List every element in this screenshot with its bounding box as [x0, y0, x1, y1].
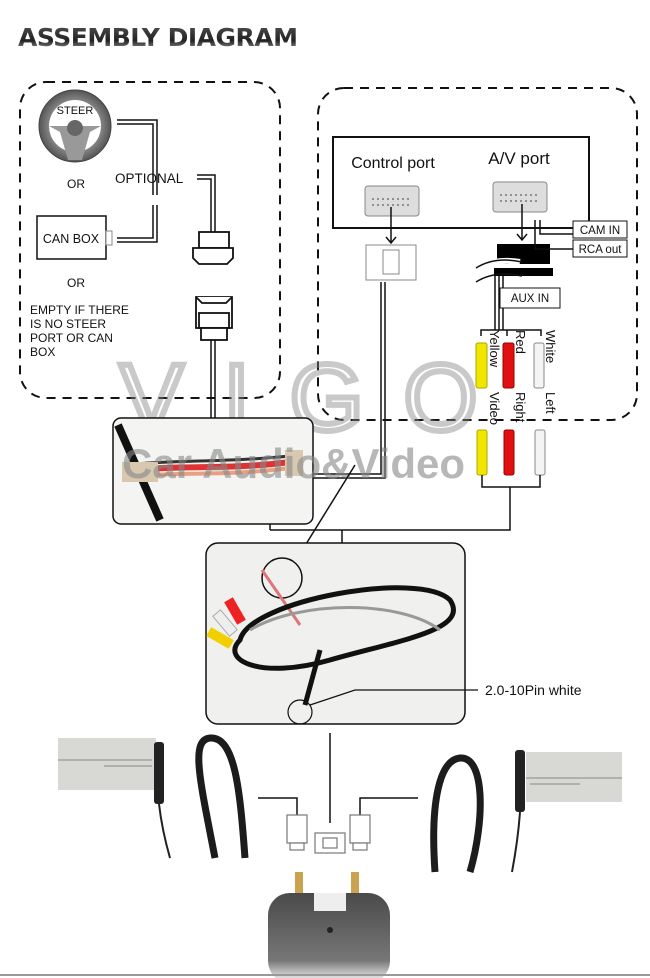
or-label: OR [67, 276, 85, 290]
rca-labels: Yellow Red White Video Right Left [487, 330, 558, 425]
av-port-socket-icon [492, 181, 548, 213]
control-port-socket-icon [364, 185, 420, 217]
cam-in-box [572, 220, 628, 239]
connector-callout-label: 2.0-10Pin white [485, 682, 582, 698]
aux-in-label: AUX IN [511, 293, 549, 305]
svg-text:Left: Left [543, 392, 558, 414]
cam-in-label: CAM IN [580, 225, 620, 237]
rca-out-label: RCA out [579, 244, 623, 256]
steering-wheel-icon [38, 89, 112, 163]
svg-text:White: White [543, 330, 558, 363]
rca-plug-red [502, 342, 515, 389]
can-box [36, 215, 107, 260]
svg-text:PORT OR CAN: PORT OR CAN [30, 331, 113, 345]
svg-text:BOX: BOX [30, 345, 55, 359]
svg-text:Video: Video [487, 392, 502, 425]
control-port-label: Control port [351, 155, 435, 172]
left-panel-border [19, 81, 281, 399]
tv-tuner-device [268, 872, 390, 978]
empty-note: EMPTY IF THERE IS NO STEER PORT OR CAN B… [30, 303, 129, 359]
antenna-connectors [286, 814, 371, 854]
aux-in-box [499, 287, 561, 309]
steer-label: STEER [57, 105, 94, 117]
can-box-label: CAN BOX [43, 232, 100, 246]
right-antenna-photo [430, 750, 622, 873]
harness-photo [112, 417, 314, 525]
cable-photo [205, 542, 466, 725]
steer-connector-icon [192, 231, 234, 265]
or-label: OR [67, 177, 85, 191]
harness-connector-icon [195, 296, 233, 341]
antenna-wires [258, 733, 418, 823]
optional-label: OPTIONAL [115, 171, 184, 186]
rca-out-box [572, 239, 628, 258]
page-title: ASSEMBLY DIAGRAM [18, 23, 298, 52]
left-antenna-photo [58, 734, 249, 859]
svg-text:IS NO STEER: IS NO STEER [30, 317, 106, 331]
optional-wires [117, 119, 216, 243]
watermark-tagline: Car Audio&Video [122, 440, 465, 487]
control-plug-icon [365, 244, 417, 281]
svg-text:Right: Right [513, 392, 528, 423]
av-port-label: A/V port [488, 149, 550, 168]
svg-text:EMPTY IF THERE: EMPTY IF THERE [30, 303, 129, 317]
rca-plug-yellow [475, 342, 488, 389]
svg-text:Yellow: Yellow [487, 330, 502, 368]
svg-text:Red: Red [513, 330, 528, 354]
right-panel-border [317, 87, 638, 421]
rca-plug-white [533, 342, 545, 389]
rca-plugs-lower [270, 429, 546, 531]
